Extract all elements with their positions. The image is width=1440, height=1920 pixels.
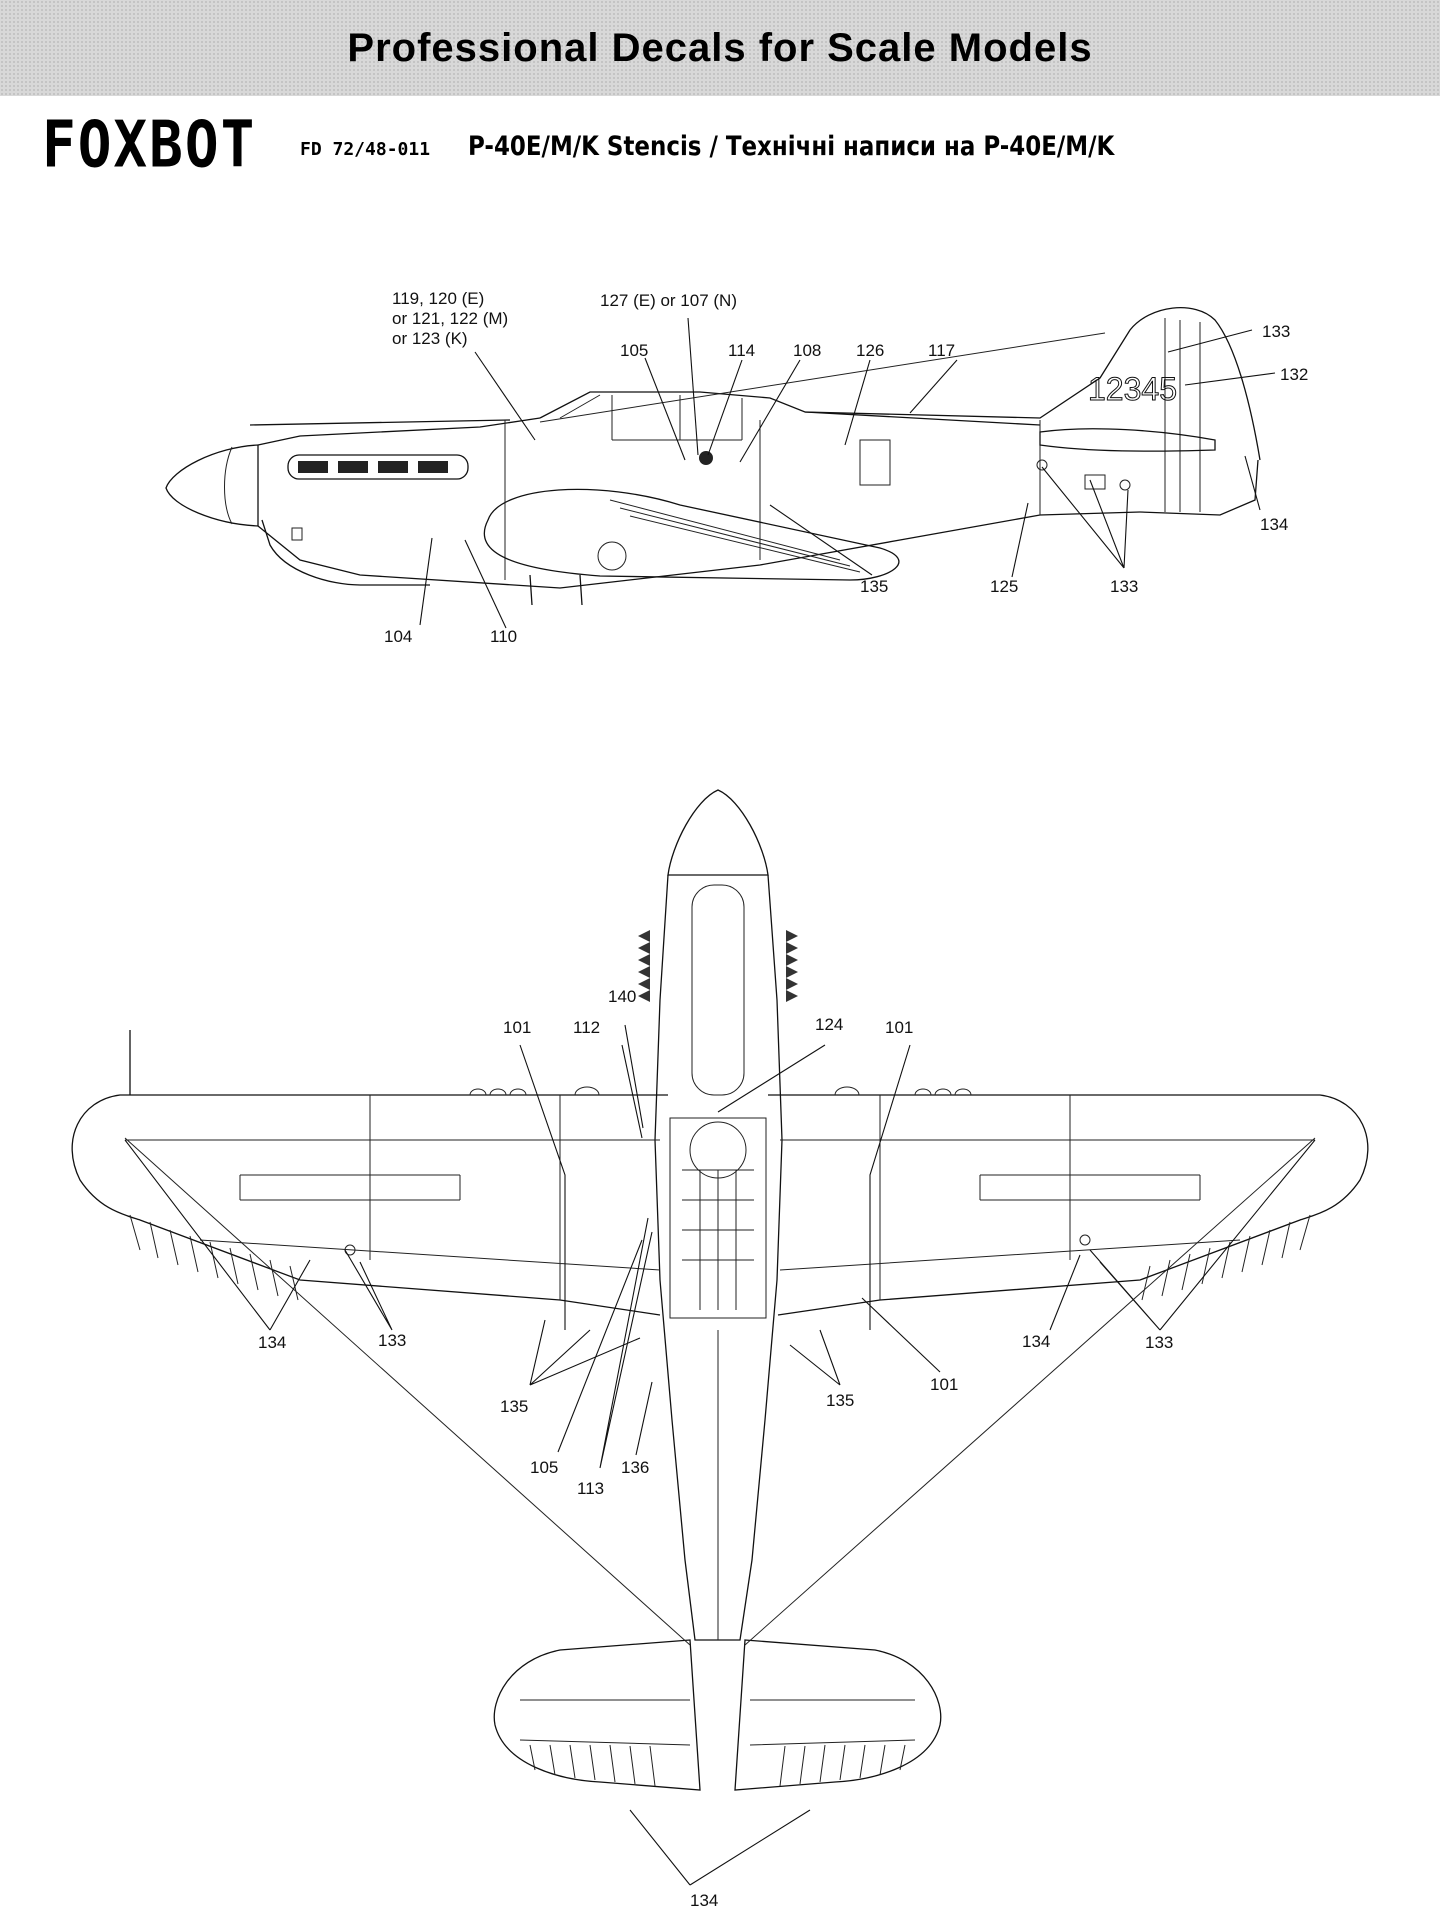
side-tail-plane — [1039, 428, 1216, 452]
callout-133-side: 133 — [1110, 577, 1138, 596]
callout-136: 136 — [621, 1458, 649, 1477]
side-view: 12345 119, 120 (E) or 121, 122 (M) or 12… — [165, 289, 1308, 646]
callout-134-right: 134 — [1022, 1332, 1050, 1351]
callout-101-lower: 101 — [930, 1375, 958, 1394]
callout-135-left: 135 — [500, 1397, 528, 1416]
header-band: Professional Decals for Scale Models — [0, 0, 1440, 96]
tail-number: 12345 — [1088, 371, 1177, 407]
callout-135-side: 135 — [860, 577, 888, 596]
callout-101-right: 101 — [885, 1018, 913, 1037]
callout-121-122: or 121, 122 (M) — [392, 309, 508, 328]
side-wing — [483, 488, 900, 606]
callout-133-tail: 133 — [1262, 322, 1290, 341]
callout-112: 112 — [573, 1018, 600, 1037]
callout-134-left: 134 — [258, 1333, 286, 1352]
callout-126: 126 — [856, 341, 884, 360]
callout-108: 108 — [793, 341, 821, 360]
callout-110: 110 — [490, 627, 517, 646]
side-fuselage — [165, 307, 1261, 589]
callout-105: 105 — [620, 341, 648, 360]
callout-127: 127 (E) or 107 (N) — [600, 291, 737, 310]
callout-117: 117 — [928, 341, 955, 360]
callout-124: 124 — [815, 1015, 843, 1034]
callout-133-left: 133 — [378, 1331, 406, 1350]
callout-125: 125 — [990, 577, 1018, 596]
callout-104: 104 — [384, 627, 412, 646]
callout-123: or 123 (K) — [392, 329, 468, 348]
top-fuselage — [638, 789, 798, 1641]
callout-119-120: 119, 120 (E) — [392, 289, 484, 308]
header-title: Professional Decals for Scale Models — [347, 25, 1093, 70]
product-code: FD 72/48-011 — [300, 139, 431, 160]
callout-101-left: 101 — [503, 1018, 531, 1037]
callout-114: 114 — [728, 341, 755, 360]
callout-132: 132 — [1280, 365, 1308, 384]
callout-134-tail: 134 — [690, 1891, 718, 1910]
callout-134-side: 134 — [1260, 515, 1288, 534]
product-name: P-40E/M/K Stencis / Технічні написи на P… — [468, 131, 1115, 162]
callout-113: 113 — [577, 1479, 604, 1498]
brand-logo: FOXBOT — [42, 108, 257, 183]
callout-133-right: 133 — [1145, 1333, 1173, 1352]
top-wing — [71, 1030, 1369, 1316]
callout-105-top: 105 — [530, 1458, 558, 1477]
top-leaders — [124, 1024, 1316, 1886]
side-leaders — [419, 317, 1276, 629]
side-antenna-wire — [539, 332, 1106, 423]
top-view: 140 101 112 124 101 134 133 135 105 113 … — [71, 789, 1369, 1910]
callout-135-right: 135 — [826, 1391, 854, 1410]
callout-140: 140 — [608, 987, 636, 1006]
top-tail-plane — [493, 1639, 942, 1791]
